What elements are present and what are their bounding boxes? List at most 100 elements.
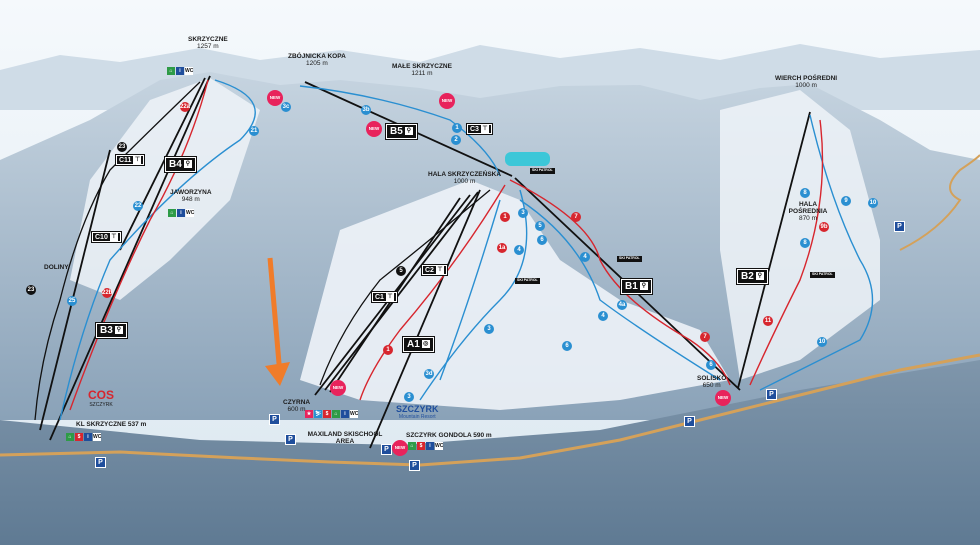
snow-field-east (720, 90, 880, 380)
czyrna-amenities: ★ ⛷ $ ⌂ i WC (305, 410, 358, 418)
tbar-icon: ⊤ (385, 293, 394, 301)
run-marker[interactable]: 7 (700, 332, 710, 342)
run-marker[interactable]: 10 (868, 198, 878, 208)
run-marker[interactable]: 3 (484, 324, 494, 334)
parking-sign: P (95, 457, 106, 468)
chairlift-icon: ⚲ (183, 160, 192, 169)
run-marker[interactable]: 21 (249, 126, 259, 136)
kl-skrzyczne-label: KL SKRZYCZNE 537 m (76, 421, 147, 428)
lift-c1[interactable]: C1⊤ (372, 292, 397, 302)
gondola-label: SZCZYRK GONDOLA 590 m (406, 432, 492, 439)
lift-c3[interactable]: C3⊤ (467, 124, 492, 134)
run-marker[interactable]: 4 (598, 311, 608, 321)
gondola-amenities: ⌂ $ i WC (408, 442, 443, 450)
red-runs (69, 79, 824, 411)
parking-sign: P (285, 434, 296, 445)
run-marker[interactable]: 3 (404, 392, 414, 402)
run-marker[interactable]: 22b (102, 288, 113, 298)
run-marker[interactable]: 3c (281, 102, 291, 112)
lift-b2[interactable]: B2⚲ (737, 269, 768, 284)
new-badge: NEW (715, 390, 731, 406)
restaurant-icon: ⌂ (168, 209, 176, 217)
maxiland-label: MAXILAND SKISCHOOL AREA (307, 431, 383, 445)
tbar-icon: ⊤ (133, 156, 142, 164)
parking-sign: P (381, 444, 392, 455)
run-marker[interactable]: 1a (497, 243, 507, 253)
parking-sign: P (894, 221, 905, 232)
run-marker[interactable]: 9 (841, 196, 851, 206)
run-marker[interactable]: 5 (535, 221, 545, 231)
gondola-icon: ◎ (421, 340, 430, 349)
run-marker[interactable]: 7 (571, 212, 581, 222)
ski-patrol-badge: SKI PATROL (810, 272, 835, 278)
parking-sign: P (766, 389, 777, 400)
run-marker[interactable]: 9b (819, 222, 829, 232)
run-marker[interactable]: 3 (518, 208, 528, 218)
info-icon: i (176, 67, 184, 75)
run-marker[interactable]: 1 (500, 212, 510, 222)
lift-c11[interactable]: C11⊤ (116, 155, 145, 165)
orange-arrow-head (265, 362, 290, 386)
run-marker[interactable]: 6 (537, 235, 547, 245)
restaurant-icon: ⌂ (408, 442, 416, 450)
run-marker[interactable]: 23 (26, 285, 36, 295)
ski-patrol-badge: SKI PATROL (617, 256, 642, 262)
run-marker[interactable]: 22 (133, 201, 143, 211)
cos-logo-text: COS (88, 388, 115, 402)
orange-arrow-shaft (267, 257, 283, 376)
ski-patrol-badge: SKI PATROL (515, 278, 540, 284)
run-marker[interactable]: 1 (452, 123, 462, 133)
new-badge: NEW (392, 440, 408, 456)
parking-sign: P (269, 414, 280, 425)
mountain-road (899, 154, 980, 251)
chairlift-icon: ⚲ (755, 272, 764, 281)
wc-icon: WC (350, 410, 359, 418)
lift-a1[interactable]: A1◎ (403, 337, 434, 352)
run-marker[interactable]: 8 (800, 188, 810, 198)
szczyrk-logo: SZCZYRK Mountain Resort (396, 404, 439, 420)
tbar-icon: ⊤ (435, 266, 444, 274)
run-marker[interactable]: 10 (817, 337, 827, 347)
summit-amenities: ⌂ i WC (167, 67, 193, 75)
run-marker[interactable]: 2 (451, 135, 461, 145)
run-marker[interactable]: 8 (800, 238, 810, 248)
run-marker[interactable]: 3b (361, 105, 371, 115)
run-marker[interactable]: 6 (706, 360, 716, 370)
info-icon: i (426, 442, 434, 450)
lift-c10[interactable]: C10⊤ (92, 232, 121, 242)
lift-b1[interactable]: B1⚲ (621, 279, 652, 294)
run-marker[interactable]: 4 (514, 245, 524, 255)
cos-logo: COS SZCZYRK (88, 388, 114, 408)
info-icon: i (177, 209, 185, 217)
shop-icon: $ (417, 442, 425, 450)
chairlift-icon: ⚲ (114, 326, 123, 335)
run-marker[interactable]: 4 (580, 252, 590, 262)
run-marker[interactable]: 1 (383, 345, 393, 355)
run-marker[interactable]: 5 (396, 266, 406, 276)
lift-b3[interactable]: B3⚲ (96, 323, 127, 338)
lift-b5[interactable]: B5⚲ (386, 124, 417, 139)
lift-b4[interactable]: B4⚲ (165, 157, 196, 172)
lift-c2[interactable]: C2⊤ (422, 265, 447, 275)
shop-icon: $ (75, 433, 83, 441)
run-marker[interactable]: 22a (180, 102, 191, 112)
run-marker[interactable]: 3d (424, 369, 434, 379)
kl-amenities: ⌂ $ i WC (66, 433, 101, 441)
snow-field-central (300, 180, 730, 410)
wc-icon: WC (185, 67, 194, 75)
new-badge: NEW (330, 380, 346, 396)
run-marker[interactable]: 4a (617, 300, 627, 310)
run-marker[interactable]: 6 (562, 341, 572, 351)
doliny-label: DOLINY (44, 264, 69, 271)
run-marker[interactable]: 25 (67, 296, 77, 306)
run-marker[interactable]: 11 (763, 316, 773, 326)
run-marker[interactable]: 23 (117, 142, 127, 152)
new-badge: NEW (267, 90, 283, 106)
